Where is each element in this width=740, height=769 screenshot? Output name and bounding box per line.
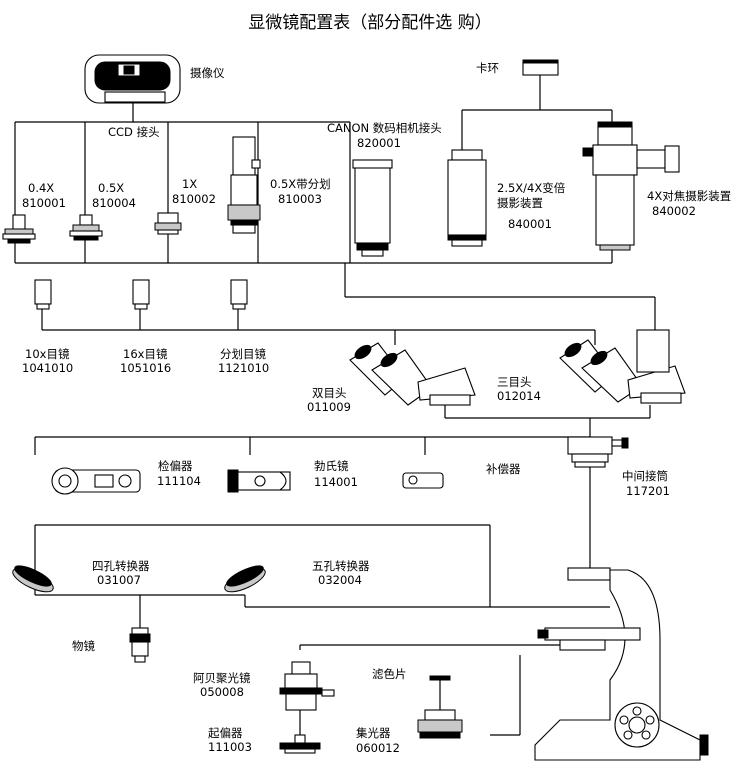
label-eyepiece-10x: 10x目镜: [25, 347, 70, 361]
filter-drawing: [429, 675, 451, 681]
photo-focus-drawing: [582, 121, 680, 251]
binocular-head-drawing: [349, 342, 476, 406]
label-trinocular-head-code: 012014: [497, 389, 541, 403]
label-abbe-condenser-code: 050008: [200, 685, 244, 699]
label-abbe-condenser: 阿贝聚光镜: [193, 671, 251, 685]
label-bertrand-lens-code: 114001: [314, 475, 358, 489]
label-photo-zoom-2: 摄影装置: [497, 196, 543, 210]
label-objective: 物镜: [72, 639, 95, 653]
label-nosepiece-4-code: 031007: [97, 573, 141, 587]
label-filter: 滤色片: [372, 667, 407, 681]
label-bertrand-lens: 勃氏镜: [314, 459, 349, 473]
trinocular-head-drawing: [559, 329, 686, 404]
eyepiece-16x-drawing: [132, 279, 150, 310]
canon-adapter-drawing: [352, 159, 393, 257]
label-photo-focus-code: 840002: [652, 204, 696, 218]
label-eyepiece-16x: 16x目镜: [123, 347, 168, 361]
eyepiece-10x-drawing: [34, 279, 52, 310]
label-nosepiece-5-code: 032004: [318, 573, 362, 587]
ccd-05x-drawing: [69, 214, 103, 241]
label-condenser-code: 060012: [356, 741, 400, 755]
camera-drawing: [84, 54, 181, 104]
label-ccd-05x-reticle: 0.5X带分划: [270, 177, 331, 191]
ccd-1x-drawing: [154, 212, 182, 235]
ccd-05x-reticle-drawing: [227, 136, 261, 234]
microscope-stand-drawing: [534, 567, 709, 761]
label-nosepiece-5: 五孔转换器: [312, 559, 370, 573]
collector-drawing: [417, 709, 463, 739]
photo-zoom-drawing: [447, 149, 487, 247]
objective-drawing: [129, 627, 151, 663]
bertrand-lens-drawing: [227, 469, 291, 493]
label-polarizer: 起偏器: [208, 726, 243, 740]
label-ccd-05x: 0.5X: [98, 181, 124, 195]
label-intermediate-tube-code: 117201: [626, 484, 670, 498]
label-trinocular-head: 三目头: [497, 375, 532, 389]
label-binocular-head-code: 011009: [307, 400, 351, 414]
label-analyzer: 检偏器: [158, 459, 193, 473]
analyzer-drawing: [51, 467, 141, 495]
intermediate-tube-drawing: [567, 436, 629, 468]
label-eyepiece-10x-code: 1041010: [22, 361, 73, 375]
polarizer-drawing: [279, 734, 321, 754]
ccd-04x-drawing: [2, 214, 36, 244]
label-ccd-05x-reticle-code: 810003: [278, 192, 322, 206]
label-canon-adapter: CANON 数码相机接头: [327, 121, 442, 135]
label-photo-focus: 4X对焦摄影装置: [647, 189, 731, 203]
abbe-condenser-drawing: [279, 661, 335, 711]
label-photo-zoom-code: 840001: [508, 217, 552, 231]
label-photo-zoom: 2.5X/4X变倍: [497, 181, 566, 195]
label-compensator: 补偿器: [486, 462, 521, 476]
label-canon-adapter-code: 820001: [357, 136, 401, 150]
nosepiece-5-drawing: [224, 565, 266, 593]
label-eyepiece-16x-code: 1051016: [120, 361, 171, 375]
label-ccd-04x: 0.4X: [28, 181, 54, 195]
label-eyepiece-reticle: 分划目镜: [220, 347, 266, 361]
label-intermediate-tube: 中间接筒: [622, 469, 668, 483]
clamp-ring-drawing: [522, 59, 559, 76]
label-eyepiece-reticle-code: 1121010: [218, 361, 269, 375]
eyepiece-reticle-drawing: [230, 279, 248, 310]
label-binocular-head: 双目头: [312, 386, 347, 400]
label-clamp-ring: 卡环: [476, 61, 499, 75]
label-ccd-1x: 1X: [182, 177, 197, 191]
diagram-title: 显微镜配置表（部分配件选 购）: [248, 13, 491, 33]
labels: 摄像仪 CCD 接头 0.4X 810001 0.5X 810004 1X 81…: [22, 61, 731, 755]
label-nosepiece-4: 四孔转换器: [92, 559, 150, 573]
label-condenser: 集光器: [356, 726, 391, 740]
label-analyzer-code: 111104: [157, 474, 201, 488]
label-ccd-adapter: CCD 接头: [108, 125, 160, 139]
label-ccd-1x-code: 810002: [172, 192, 216, 206]
label-polarizer-code: 111003: [208, 740, 252, 754]
label-camera: 摄像仪: [190, 66, 225, 80]
nosepiece-4-drawing: [12, 565, 54, 593]
label-ccd-04x-code: 810001: [22, 196, 66, 210]
compensator-drawing: [402, 472, 444, 489]
label-ccd-05x-code: 810004: [92, 196, 136, 210]
